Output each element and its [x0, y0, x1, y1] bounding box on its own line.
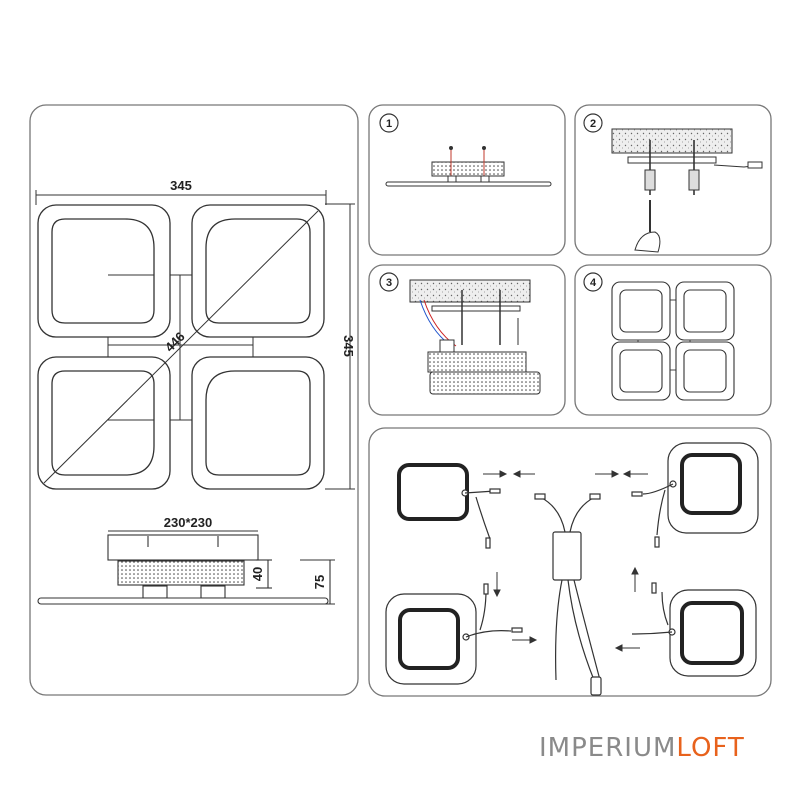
- step-4-illustration: [611, 281, 735, 401]
- step-1-panel: 1: [368, 104, 566, 256]
- step-2-illustration: [611, 128, 763, 253]
- brand-part2: LOFT: [676, 733, 745, 763]
- wiring-illustration: [385, 442, 759, 696]
- step-3-panel: 3: [368, 264, 566, 416]
- height-dimension: [325, 203, 355, 490]
- base-label: 230*230: [164, 515, 212, 530]
- height-label: 345: [341, 335, 356, 357]
- diagonal-label: 446: [162, 329, 188, 355]
- step-2-number: 2: [590, 118, 596, 130]
- step-3-illustration: [409, 279, 541, 395]
- dimensions-panel: 345 345: [29, 104, 359, 696]
- step-3-number: 3: [386, 277, 392, 289]
- brand-part1: IMPERIUM: [539, 733, 677, 763]
- step-1-illustration: [385, 146, 552, 187]
- step-4-panel: 4: [574, 264, 772, 416]
- lamp-side-view: [37, 530, 335, 605]
- step-1-number: 1: [386, 118, 392, 130]
- width-dimension: [35, 190, 327, 205]
- width-label: 345: [170, 178, 192, 193]
- brand-logo: IMPERIUMLOFT: [539, 733, 745, 763]
- total-height-label: 75: [312, 575, 327, 589]
- step-2-panel: 2: [574, 104, 772, 256]
- step-4-number: 4: [590, 277, 597, 289]
- wiring-panel: [368, 427, 772, 697]
- diagonal-line: [43, 210, 319, 484]
- base-height-label: 40: [250, 567, 265, 581]
